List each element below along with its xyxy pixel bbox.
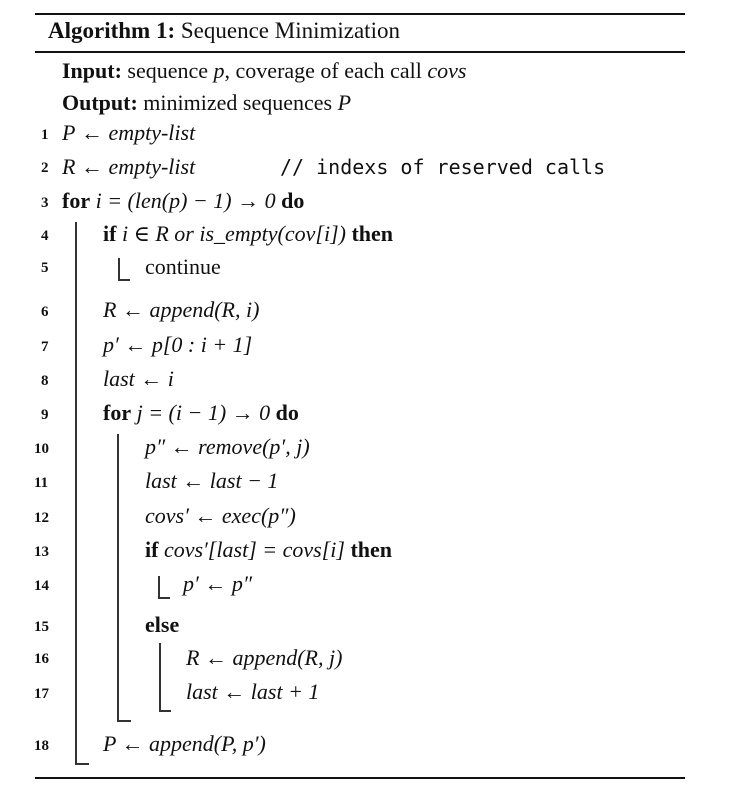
input-line: Input: sequence p, coverage of each call… xyxy=(62,58,467,83)
line-number: 7 xyxy=(41,339,49,355)
line-number: 5 xyxy=(41,260,49,276)
line-number: 18 xyxy=(34,738,49,754)
output-line: Output: minimized sequences P xyxy=(62,90,352,115)
code-line-3: for i = (len(p) − 1) → 0 do xyxy=(62,188,305,213)
block-bar-inner-for-end xyxy=(117,720,131,722)
block-bar-if-then-end xyxy=(158,597,170,599)
line-number: 6 xyxy=(41,304,49,320)
block-bar-outer-for-end xyxy=(75,763,89,765)
line-number: 2 xyxy=(41,160,49,176)
block-bar-if-then xyxy=(158,576,160,598)
block-bar-outer-for xyxy=(75,222,77,764)
code-line-10: p″ ← remove(p′, j) xyxy=(145,434,310,459)
code-line-4: if i ∈ R or is_empty(cov[i]) then xyxy=(103,221,394,246)
code-line-2: R ← empty-list xyxy=(62,154,196,179)
line-number: 12 xyxy=(34,510,49,526)
line-number: 4 xyxy=(41,228,49,244)
block-bar-if-continue xyxy=(118,258,120,280)
block-bar-inner-for xyxy=(117,434,119,721)
algorithm-caption: Algorithm 1: Sequence Minimization xyxy=(48,18,400,44)
line-number: 8 xyxy=(41,373,49,389)
line-number: 14 xyxy=(34,578,49,594)
code-line-15: else xyxy=(145,612,180,637)
line-number: 11 xyxy=(34,475,49,491)
line-number: 16 xyxy=(34,651,49,667)
line-number: 13 xyxy=(34,544,49,560)
bottom-rule xyxy=(35,777,685,779)
block-bar-if-continue-end xyxy=(118,279,130,281)
code-line-13: if covs′[last] = covs[i] then xyxy=(145,537,392,562)
top-rule xyxy=(35,13,685,15)
block-bar-else-end xyxy=(159,710,171,712)
code-line-6: R ← append(R, i) xyxy=(103,297,260,322)
line-number: 15 xyxy=(34,619,49,635)
caption-rule xyxy=(35,51,685,53)
code-line-9: for j = (i − 1) → 0 do xyxy=(103,400,299,425)
code-comment: // indexs of reserved calls xyxy=(280,155,606,179)
algorithm-title: Sequence Minimization xyxy=(180,18,400,43)
block-bar-else xyxy=(159,643,161,711)
algorithm-label: Algorithm 1: xyxy=(48,18,176,43)
line-number: 17 xyxy=(34,686,49,702)
line-number: 10 xyxy=(34,441,49,457)
code-line-16: R ← append(R, j) xyxy=(186,645,343,670)
line-number: 1 xyxy=(41,127,49,143)
code-line-12: covs′ ← exec(p″) xyxy=(145,503,296,528)
code-line-7: p′ ← p[0 : i + 1] xyxy=(103,332,253,357)
code-line-8: last ← i xyxy=(103,366,174,391)
line-number: 9 xyxy=(41,407,49,423)
code-line-17: last ← last + 1 xyxy=(186,679,320,704)
line-number: 3 xyxy=(41,195,49,211)
code-line-11: last ← last − 1 xyxy=(145,468,279,493)
code-line-18: P ← append(P, p′) xyxy=(103,731,266,756)
code-line-1: P ← empty-list xyxy=(62,120,196,145)
code-line-5: continue xyxy=(145,254,221,279)
code-line-14: p′ ← p″ xyxy=(183,571,252,596)
